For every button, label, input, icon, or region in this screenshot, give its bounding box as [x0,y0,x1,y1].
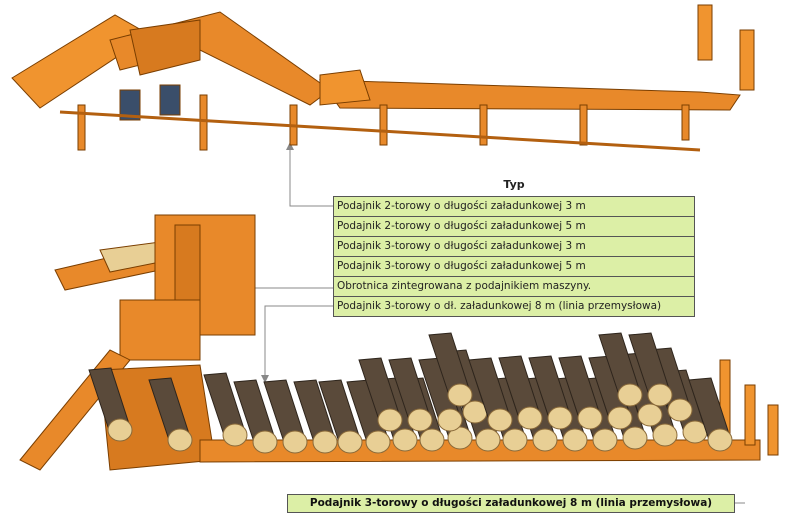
log-end [437,408,463,432]
type-table: Podajnik 2-torowy o długości załadunkowe… [333,196,695,317]
table-row: Obrotnica zintegrowana z podajnikiem mas… [334,277,694,297]
log-end [617,383,643,407]
table-row: Podajnik 2-torowy o długości załadunkowe… [334,197,694,217]
log-end [447,426,473,450]
log-end [222,423,248,447]
log-end [707,428,733,452]
log-end [652,423,678,447]
log-end [447,383,473,407]
logs [88,332,733,454]
log-end [577,406,603,430]
log-end [592,428,618,452]
log-end [312,430,338,454]
log-end [562,428,588,452]
log-end [667,398,693,422]
table-row: Podajnik 2-torowy o długości załadunkowe… [334,217,694,237]
log-end [365,430,391,454]
table-header: Typ [503,178,525,191]
table-row: Podajnik 3-torowy o długości załadunkowe… [334,257,694,277]
log-end [377,408,403,432]
log-end [487,408,513,432]
log-end [622,426,648,450]
log-end [252,430,278,454]
turning-station-machine [19,214,256,471]
log-end [502,428,528,452]
table-row: Podajnik 3-torowy o długości załadunkowe… [334,237,694,257]
log-end [107,418,133,442]
log-end [532,428,558,452]
log-end [407,408,433,432]
bottom-caption: Podajnik 3-torowy o długości załadunkowe… [287,494,735,513]
log-end [392,428,418,452]
log-end [475,428,501,452]
arrow-up-icon [286,142,294,150]
log-end [419,428,445,452]
top-conveyor-machine [11,4,755,152]
log-end [647,383,673,407]
log-end [282,430,308,454]
log-end [547,406,573,430]
arrow-down-icon [261,375,269,383]
log-end [637,403,663,427]
log-end [167,428,193,452]
table-row: Podajnik 3-torowy o dł. załadunkowej 8 m… [334,297,694,316]
log-end [337,430,363,454]
log-end [517,406,543,430]
log-end [607,406,633,430]
